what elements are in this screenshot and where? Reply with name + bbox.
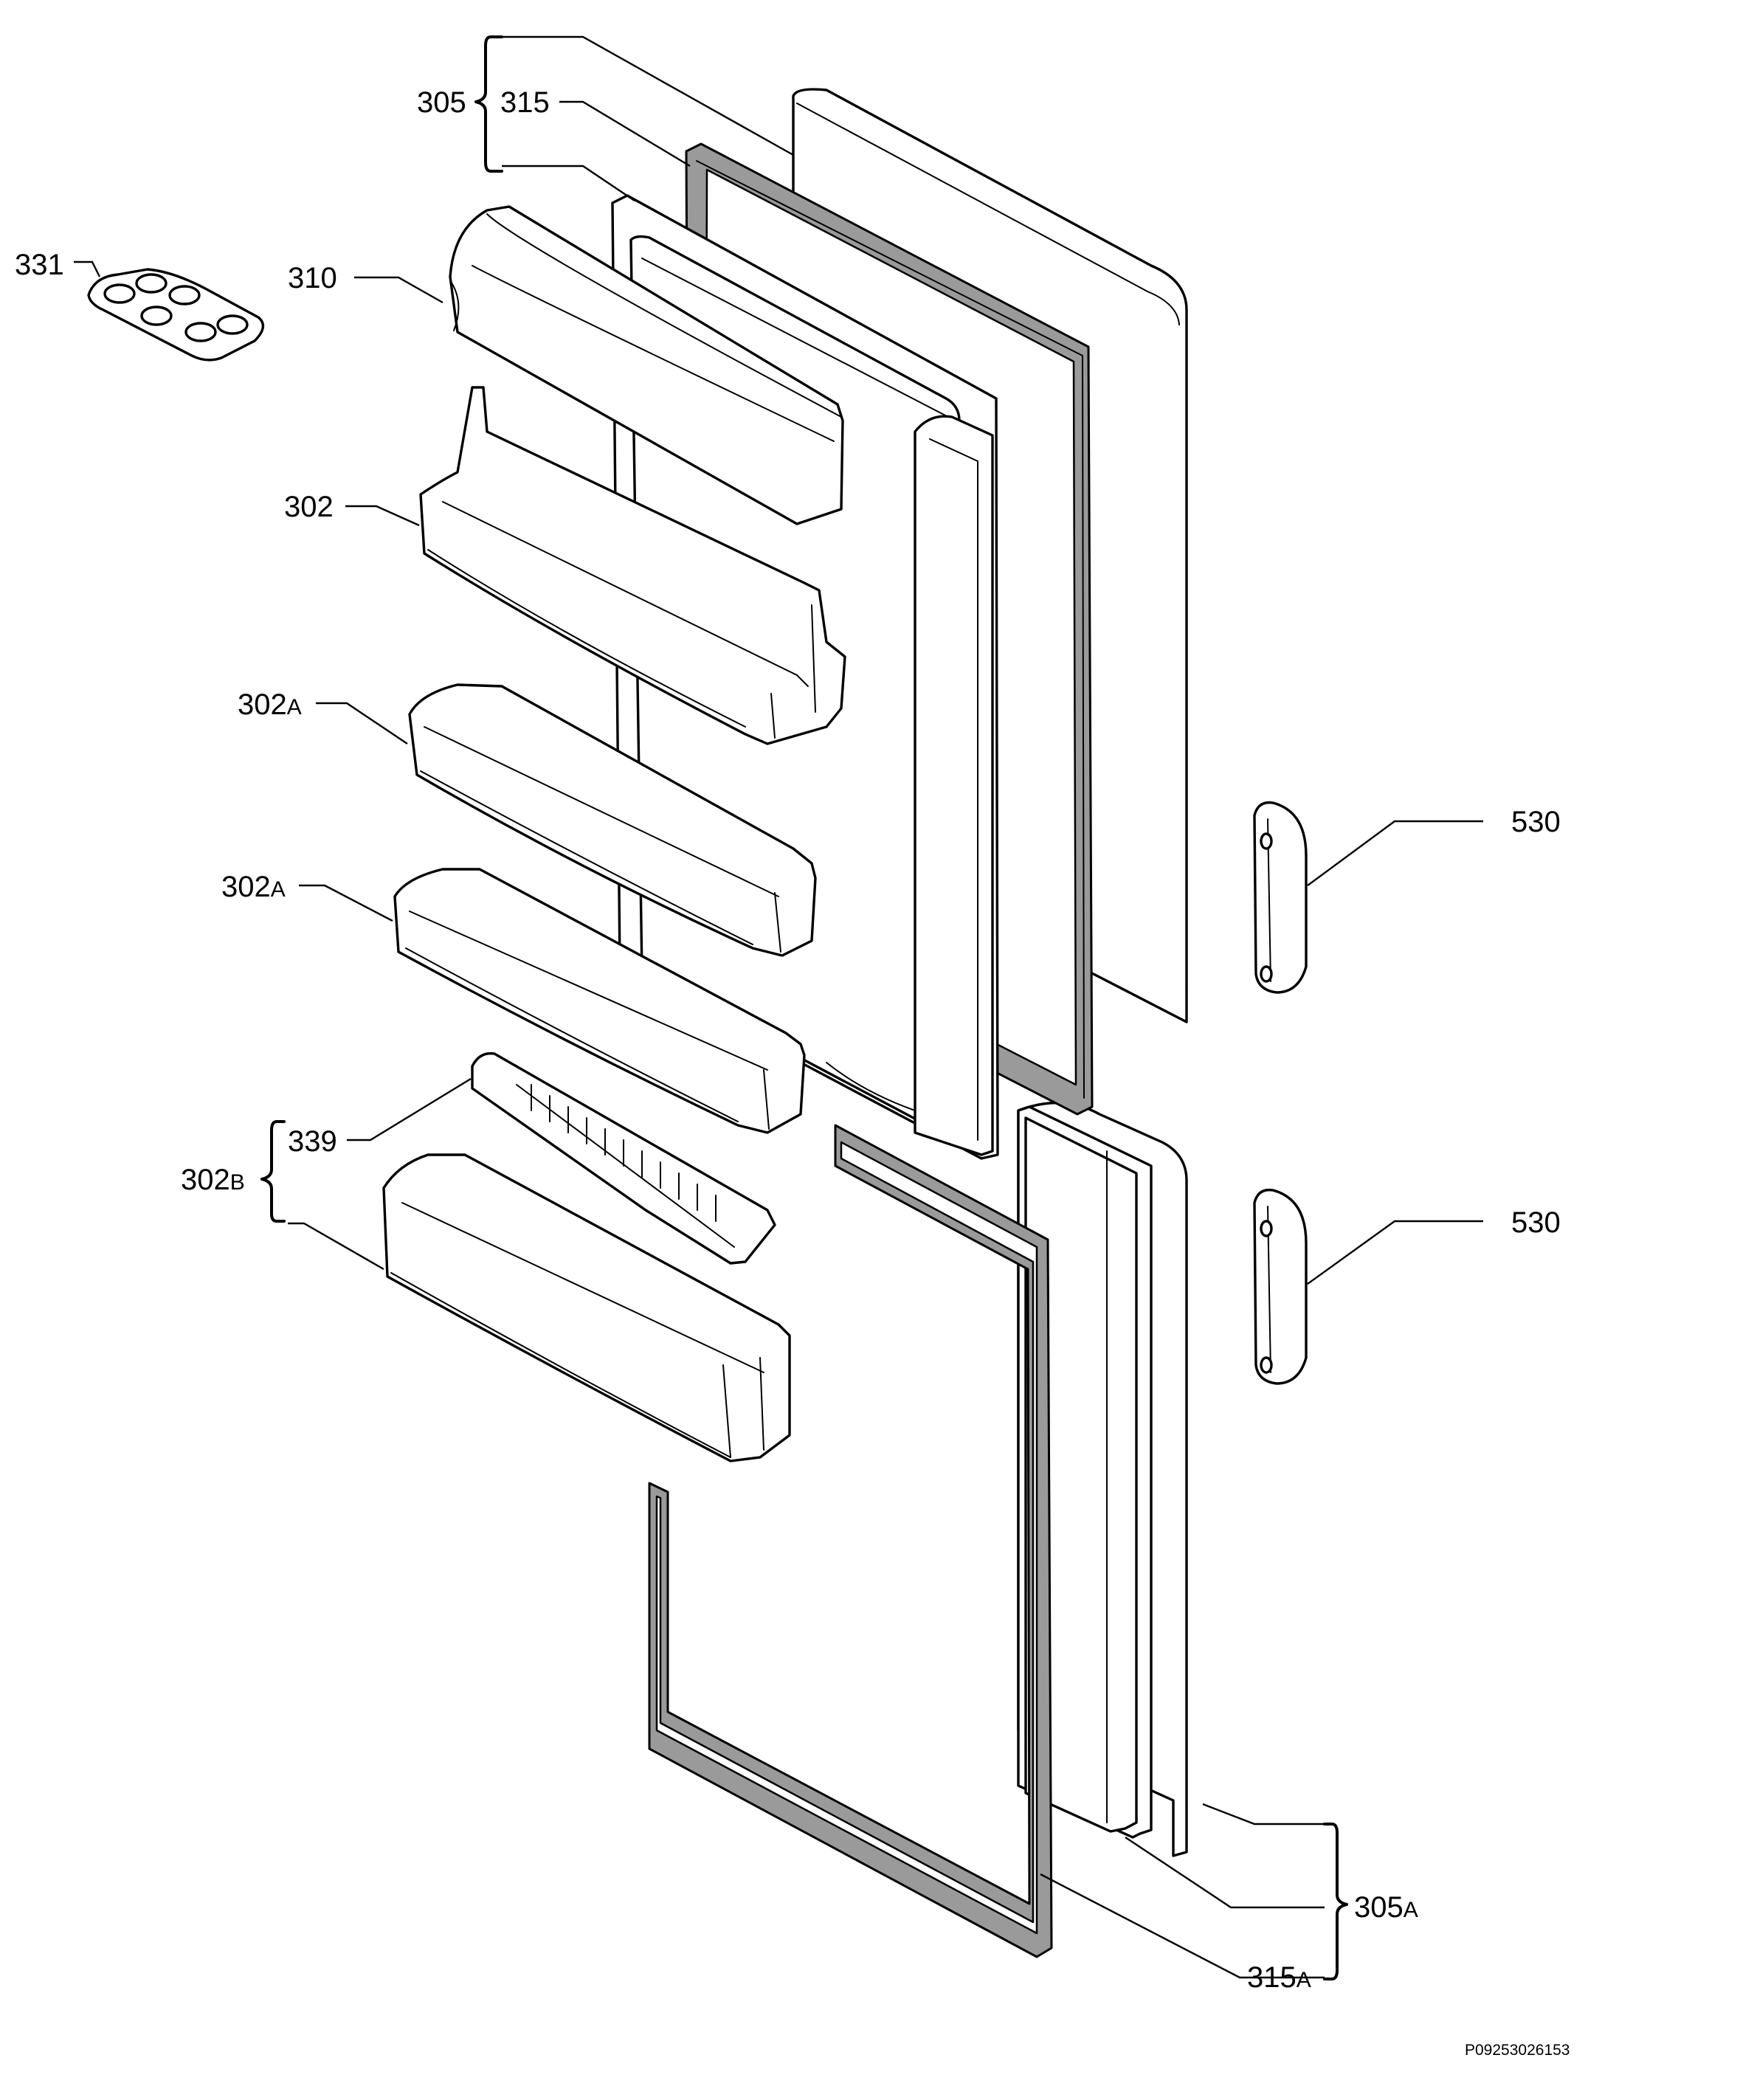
label-339: 339 — [288, 1125, 337, 1158]
brace-305a — [1323, 1823, 1348, 1980]
label-305a-number: 305 — [1354, 1891, 1404, 1924]
label-302a-lower-suffix: A — [271, 877, 286, 902]
label-305: 305 — [417, 86, 466, 119]
label-530-upper: 530 — [1511, 806, 1561, 838]
leader-lines — [74, 35, 1483, 1979]
door-shelf-302 — [419, 386, 846, 745]
label-302a-upper: 302A — [238, 688, 302, 721]
brace-302b — [260, 1120, 286, 1223]
label-305a-suffix: A — [1404, 1898, 1418, 1922]
label-305a: 305A — [1354, 1891, 1418, 1924]
label-331: 331 — [15, 249, 64, 281]
label-302b: 302B — [181, 1164, 245, 1196]
bottle-retainer-339 — [471, 1051, 776, 1265]
door-handle-530-lower — [1253, 1188, 1308, 1385]
label-302a-lower: 302A — [221, 871, 286, 903]
label-302a-upper-suffix: A — [287, 695, 302, 719]
label-302: 302 — [284, 491, 334, 523]
label-302a-upper-number: 302 — [238, 688, 287, 721]
drawing-code: P09253026153 — [1465, 2042, 1570, 2059]
lower-door-panel-305a — [1017, 1101, 1188, 1857]
label-315a-suffix: A — [1297, 1968, 1311, 1992]
label-302b-suffix: B — [230, 1170, 245, 1195]
lower-gasket-315a — [648, 1124, 1053, 1958]
label-302b-number: 302 — [181, 1164, 230, 1196]
label-315a-number: 315 — [1247, 1961, 1297, 1994]
brace-305 — [474, 35, 503, 173]
label-530-lower: 530 — [1511, 1206, 1561, 1239]
bottle-shelf-302b — [382, 1153, 791, 1462]
door-shelf-302a-lower — [393, 868, 806, 1134]
label-315a: 315A — [1247, 1961, 1311, 1994]
label-315: 315 — [500, 86, 550, 119]
door-shelf-302a-upper — [408, 683, 817, 957]
egg-tray-331 — [87, 268, 265, 362]
label-310: 310 — [288, 262, 337, 294]
door-handle-530-upper — [1253, 801, 1308, 994]
dairy-compartment-310 — [449, 205, 844, 525]
label-302a-lower-number: 302 — [221, 871, 271, 903]
